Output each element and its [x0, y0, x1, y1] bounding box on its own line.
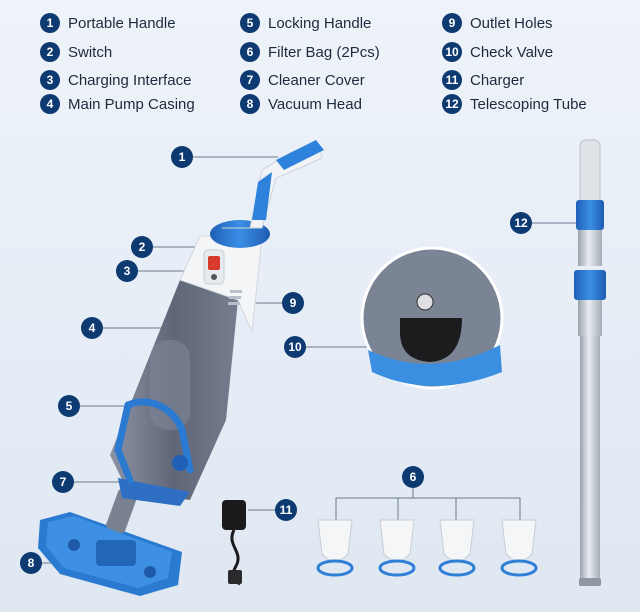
telescoping-tube: [574, 139, 606, 586]
callout-8-badge: 8: [20, 552, 42, 574]
charger: [222, 500, 246, 586]
legend-item-portable-handle: 1 Portable Handle: [40, 12, 176, 34]
callout-1-badge: 1: [171, 146, 193, 168]
legend-item-main-pump-casing: 4 Main Pump Casing: [40, 93, 195, 115]
legend-number: 1: [40, 13, 60, 33]
legend-label: Main Pump Casing: [68, 95, 195, 113]
legend-number: 12: [442, 94, 462, 114]
main-pump-casing: [110, 280, 238, 506]
callout-4-badge: 4: [81, 317, 103, 339]
legend-label: Locking Handle: [268, 14, 372, 32]
legend-label: Charging Interface: [68, 71, 192, 89]
legend-number: 10: [442, 42, 462, 62]
legend-item-check-valve: 10 Check Valve: [442, 41, 553, 63]
legend-number: 4: [40, 94, 60, 114]
callout-7-badge: 7: [52, 471, 74, 493]
locking-handle: [114, 398, 194, 484]
legend-item-switch: 2 Switch: [40, 41, 112, 63]
callout-3-badge: 3: [116, 260, 138, 282]
legend-label: Filter Bag (2Pcs): [268, 43, 380, 61]
legend-number: 7: [240, 70, 260, 90]
legend-item-charger: 11 Charger: [442, 69, 524, 91]
legend-item-charging-interface: 3 Charging Interface: [40, 69, 191, 91]
callout-5-badge: 5: [58, 395, 80, 417]
legend-label: Outlet Holes: [470, 14, 553, 32]
legend-label: Check Valve: [470, 43, 554, 61]
legend-number: 5: [240, 13, 260, 33]
legend-label: Portable Handle: [68, 14, 176, 32]
legend-number: 2: [40, 42, 60, 62]
portable-handle: [222, 140, 324, 229]
callout-11-badge: 11: [275, 499, 297, 521]
callout-lines: [42, 156, 580, 564]
strap-knob: [172, 455, 188, 471]
parts-legend: 1 Portable Handle 2 Switch 3 Charging In…: [0, 0, 640, 125]
legend-label: Switch: [68, 43, 113, 61]
legend-number: 9: [442, 13, 462, 33]
legend-item-locking-handle: 5 Locking Handle: [240, 12, 371, 34]
legend-number: 6: [240, 42, 260, 62]
legend-label: Charger: [470, 71, 525, 89]
vacuum-neck: [106, 488, 138, 533]
callout-9-badge: 9: [282, 292, 304, 314]
callout-6-badge: 6: [402, 466, 424, 488]
legend-label: Vacuum Head: [268, 95, 362, 113]
callout-10-badge: 10: [284, 336, 306, 358]
legend-label: Telescoping Tube: [470, 95, 587, 113]
check-valve-zoom: [360, 246, 504, 390]
legend-label: Cleaner Cover: [268, 71, 365, 89]
filter-bags: [316, 519, 538, 577]
callout-2-badge: 2: [131, 236, 153, 258]
legend-number: 11: [442, 70, 462, 90]
legend-item-outlet-holes: 9 Outlet Holes: [442, 12, 553, 34]
legend-item-filter-bag: 6 Filter Bag (2Pcs): [240, 41, 380, 63]
legend-item-telescoping-tube: 12 Telescoping Tube: [442, 93, 587, 115]
legend-item-cleaner-cover: 7 Cleaner Cover: [240, 69, 365, 91]
legend-number: 3: [40, 70, 60, 90]
legend-item-vacuum-head: 8 Vacuum Head: [240, 93, 362, 115]
legend-number: 8: [240, 94, 260, 114]
callout-12-badge: 12: [510, 212, 532, 234]
vacuum-head: [38, 512, 182, 596]
